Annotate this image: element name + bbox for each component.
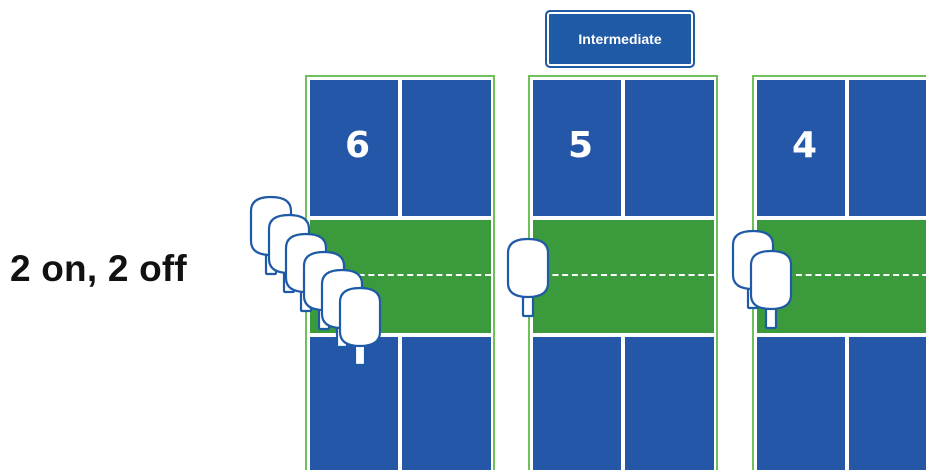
court-4-number: 4	[792, 125, 818, 166]
court-4-service-box-bottom-right	[849, 337, 926, 470]
court-6-service-box-bottom-left	[310, 337, 398, 470]
court-5-number: 5	[568, 125, 594, 166]
court-4-service-box-top-right	[849, 80, 926, 216]
court-6-service-box-top-left	[310, 80, 398, 216]
court-6-service-box-top-right	[402, 80, 491, 216]
court-5-kitchen	[533, 220, 714, 333]
court-5-service-box-bottom-right	[625, 337, 714, 470]
court-4-kitchen	[757, 220, 926, 333]
court-4-service-box-top-left	[757, 80, 845, 216]
court-4-net-line	[757, 274, 926, 276]
paddle-icon[interactable]	[249, 195, 293, 276]
court-6-net-line	[310, 274, 491, 276]
court-6-service-box-bottom-right	[402, 337, 491, 470]
court-5: 5	[528, 75, 718, 470]
court-6-number: 6	[345, 125, 371, 166]
court-5-service-box-top-right	[625, 80, 714, 216]
intermediate-level-button[interactable]: Intermediate	[545, 10, 695, 68]
court-6: 6	[305, 75, 495, 470]
court-5-net-line	[533, 274, 714, 276]
court-4-service-box-bottom-left	[757, 337, 845, 470]
paddle-icon[interactable]	[267, 213, 311, 294]
court-6-kitchen	[310, 220, 491, 333]
court-5-service-box-bottom-left	[533, 337, 621, 470]
rotation-label: 2 on, 2 off	[10, 248, 187, 289]
court-5-service-box-top-left	[533, 80, 621, 216]
court-4: 4	[752, 75, 926, 470]
